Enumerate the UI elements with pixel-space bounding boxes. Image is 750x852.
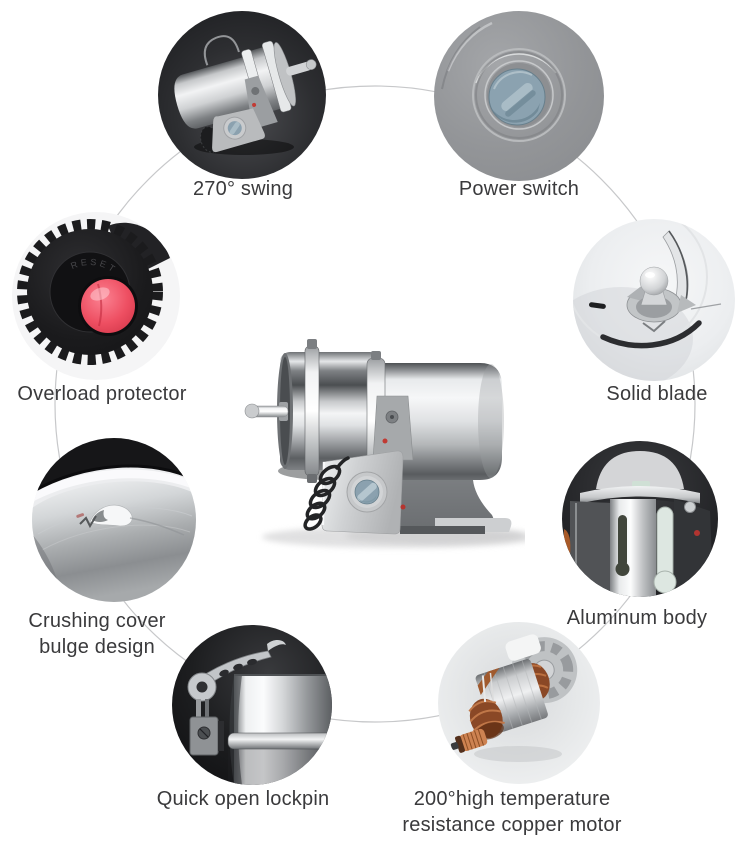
label-copper-motor: 200°high temperature resistance copper m… [402, 788, 622, 836]
feature-circle-crushing-cover [32, 438, 196, 602]
label-power-switch: Power switch [458, 178, 580, 200]
feature-circle-copper-motor [438, 622, 600, 784]
feature-circle-solid-blade [573, 219, 735, 381]
feature-circle-power-switch [434, 11, 604, 181]
label-overload-protector: Overload protector [17, 383, 187, 405]
crushing-cover-photo [32, 438, 196, 602]
feature-circle-overload-protector: RESET [12, 212, 180, 380]
tilted-grinder-photo [158, 11, 326, 179]
copper-motor-photo [438, 622, 600, 784]
aluminum-body-photo [562, 441, 718, 597]
label-solid-blade: Solid blade [606, 383, 708, 405]
label-aluminum-body: Aluminum body [566, 607, 708, 629]
grinder-product-photo [244, 339, 525, 548]
solid-blade-photo [573, 219, 735, 381]
power-switch-photo [434, 11, 604, 181]
lockpin-photo [172, 625, 332, 785]
overload-protector-photo: RESET [12, 212, 180, 380]
feature-circle-aluminum-body [562, 441, 718, 597]
label-crushing-cover: Crushing cover bulge design [28, 610, 166, 658]
feature-circle-lockpin [172, 625, 332, 785]
label-270-swing: 270° swing [192, 178, 294, 200]
feature-circle-270-swing [158, 11, 326, 179]
label-quick-open-lockpin: Quick open lockpin [156, 788, 330, 810]
